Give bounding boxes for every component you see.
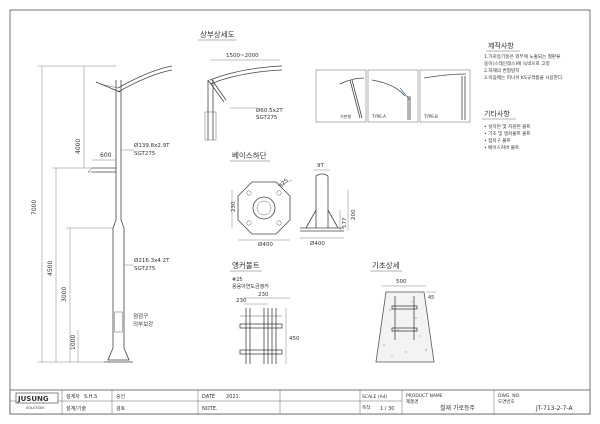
scale-value: 1 / 30 bbox=[380, 406, 394, 412]
dim-base-bolt: 325 bbox=[278, 177, 290, 189]
notes-manufacture-2: 용이(스테인레스)에 녹박으로 고정 bbox=[484, 60, 550, 67]
label-bolt-desc: 용융아연도금앵커 bbox=[232, 283, 269, 290]
dim-lower: 4500 bbox=[47, 261, 54, 276]
scale-kr: 축척 bbox=[362, 404, 370, 411]
drafter-label: 설계/기술 bbox=[66, 405, 86, 412]
label-bolt-size: #25 bbox=[232, 277, 243, 283]
checker-label: 검토 bbox=[116, 405, 126, 412]
label-arm-pipe: Ø60.5x2T bbox=[256, 107, 283, 114]
dim-upper: 4000 bbox=[75, 139, 82, 154]
notes-manufacture-4: 3.이음매는 피니쉬 KS규격품을 사용한다. bbox=[484, 74, 564, 81]
dim-base-side: 230 bbox=[231, 201, 237, 212]
product-label: PRODUCT NAME bbox=[406, 393, 443, 399]
scale-label: SCALE (A4) bbox=[362, 394, 388, 400]
note-label: NOTE. bbox=[202, 406, 218, 412]
dim-base-h: 200 bbox=[351, 209, 357, 220]
title-base-detail: 베이스하단 bbox=[232, 150, 267, 160]
product-value: 철재 가로등주 bbox=[440, 404, 476, 412]
dwg-kr: 도면번호 bbox=[498, 398, 515, 405]
notes-other-1: • 설치된 및 지원된 볼트 bbox=[484, 123, 531, 130]
notes-manufacture-1: 1.가로등기둥은 외부에 노출되는 철판류 bbox=[484, 53, 560, 60]
company-sub: SOLUTION bbox=[26, 406, 44, 410]
notes-other-4: • 베이스커버 볼트 bbox=[484, 144, 519, 151]
dim-found-w: 500 bbox=[396, 279, 407, 285]
notes-other-title: 기타사항 bbox=[484, 109, 510, 118]
label-upper-pipe: Ø139.8x2.9T bbox=[134, 142, 170, 149]
top-detail-drawing bbox=[204, 59, 283, 141]
title-foundation: 기초상세 bbox=[372, 260, 400, 270]
title-top-detail: 상부상세도 bbox=[200, 29, 235, 39]
label-inspection-2: 의부보강 bbox=[133, 321, 153, 328]
dim-mid: 3000 bbox=[61, 287, 68, 302]
type-a: TYPE-A bbox=[371, 114, 386, 119]
dim-base-h2: 177 bbox=[342, 217, 348, 228]
foundation-drawing bbox=[375, 285, 436, 363]
label-lower-grade: SGT275 bbox=[134, 266, 156, 272]
type-basic: 기본형 bbox=[340, 113, 351, 119]
company-logo: JUSUNG bbox=[17, 395, 49, 403]
label-lower-pipe: Ø216.3x4.2T bbox=[134, 257, 170, 264]
dim-bolt-w2: 230 bbox=[258, 292, 269, 298]
pole-elevation bbox=[38, 65, 173, 363]
dwg-value: JT-713-2-7-A bbox=[535, 405, 573, 412]
notes-other-3: • 점지구 볼트 bbox=[484, 137, 511, 144]
dwg-label: DWG. NO. bbox=[498, 393, 520, 399]
dim-base-dia: Ø400 bbox=[258, 241, 273, 248]
type-variants bbox=[315, 69, 471, 123]
base-elevation bbox=[300, 169, 349, 239]
dim-pole-total: 7000 bbox=[31, 200, 38, 215]
notes-manufacture-title: 제작사항 bbox=[488, 41, 514, 50]
label-upper-grade: SGT275 bbox=[134, 151, 156, 157]
date-label: DATE bbox=[202, 394, 215, 400]
dim-arm-length: 600 bbox=[100, 152, 112, 159]
title-block bbox=[9, 389, 591, 415]
title-anchor-bolt: 앵커볼트 bbox=[232, 260, 260, 270]
anchor-bolt-drawing bbox=[239, 297, 290, 364]
notes-other-2: • 기초 및 앵커볼트 볼트 bbox=[484, 130, 531, 137]
dim-top-spread: 1500~2000 bbox=[226, 53, 259, 59]
dim-plate-t: 9T bbox=[317, 163, 324, 169]
date-value: 2021. bbox=[226, 394, 241, 400]
dim-found-top: 45 bbox=[428, 295, 434, 301]
dim-bottom: 1000 bbox=[70, 335, 77, 350]
dim-bolt-w1: 230 bbox=[236, 298, 247, 304]
designer-value: S.H.S bbox=[84, 394, 97, 400]
type-b: TYPE-B bbox=[423, 114, 438, 119]
designer-label: 설계자 bbox=[66, 393, 80, 400]
notes-manufacture-3: 2.자재의 변형방지 bbox=[484, 67, 519, 74]
approver-label: 승인 bbox=[116, 393, 126, 400]
label-inspection: 점검구 bbox=[133, 313, 148, 320]
label-arm-grade: SGT275 bbox=[256, 115, 278, 121]
dim-bolt-h: 450 bbox=[289, 336, 300, 342]
product-kr: 제품명 bbox=[406, 398, 418, 405]
base-plan bbox=[231, 179, 293, 241]
dim-base-dia-2: Ø400 bbox=[310, 240, 325, 247]
